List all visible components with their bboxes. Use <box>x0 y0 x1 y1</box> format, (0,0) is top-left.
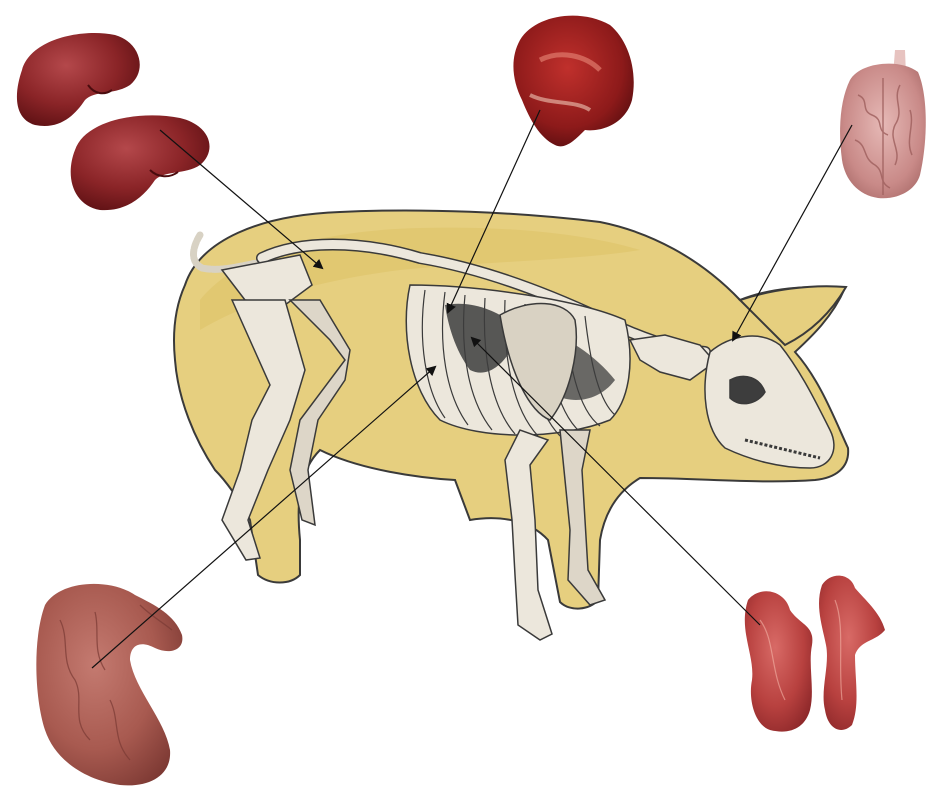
lungs-icon <box>745 576 885 732</box>
skull <box>705 336 834 468</box>
stomach-icon <box>36 584 182 785</box>
brain-icon <box>840 50 926 198</box>
heart-icon <box>513 16 633 147</box>
kidneys-icon <box>17 33 210 210</box>
